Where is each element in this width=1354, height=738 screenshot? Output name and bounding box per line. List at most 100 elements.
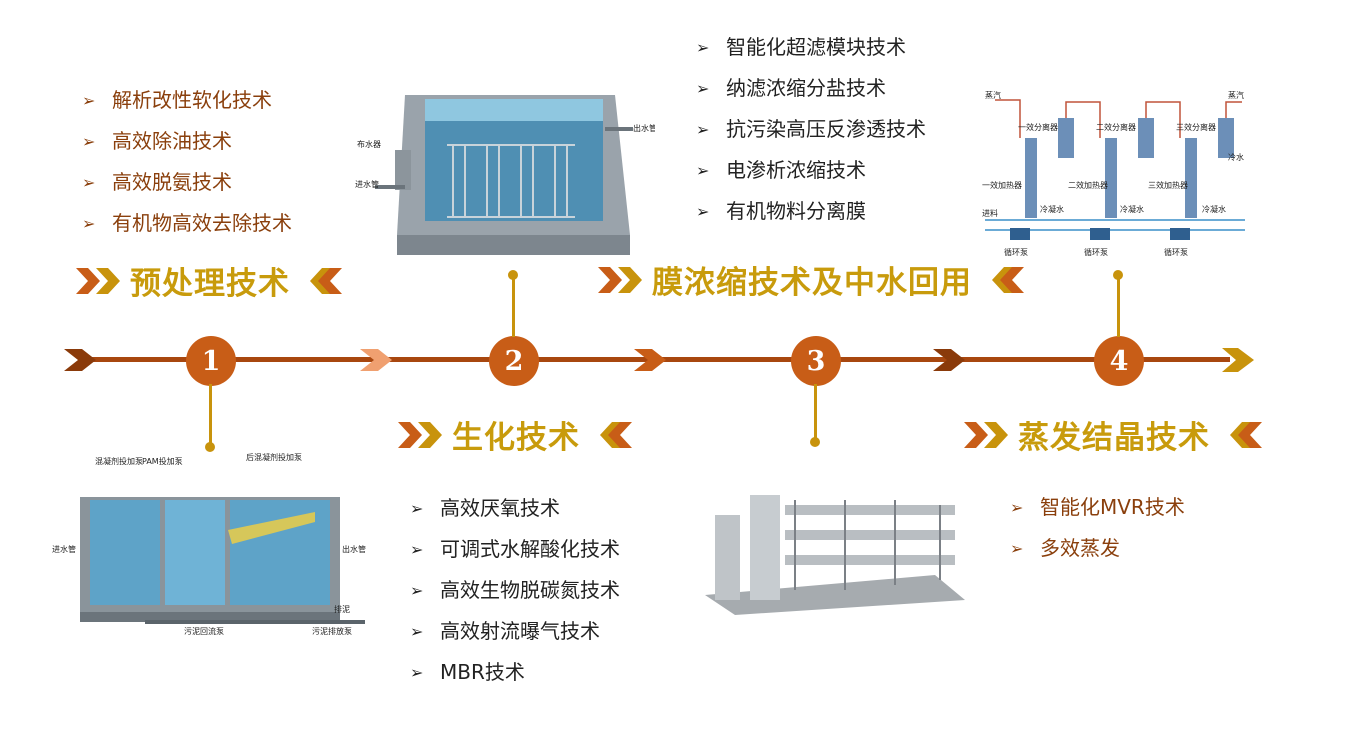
steam-out-label: 蒸汽 (1228, 90, 1244, 100)
coagulation-tank-illustration: 混凝剂投加泵 PAM投加泵 后混凝剂投加泵 进水管 出水管 排泥 污泥回流泵 污… (52, 452, 366, 636)
stage-3-node: 3 (791, 336, 841, 386)
arrow-bullet-icon: ➢ (696, 38, 710, 57)
dosing-pump-1-label: 混凝剂投加泵 (95, 456, 143, 466)
sludge-discharge-pump-label: 污泥排放泵 (312, 626, 352, 636)
stage-4-title-text: 蒸发结晶技术 (1018, 420, 1210, 456)
dosing-pump-2-label: PAM投加泵 (142, 456, 183, 466)
separator-2-label: 二效分离器 (1096, 122, 1136, 132)
inlet-pipe-label: 进水管 (355, 179, 379, 189)
list-item: ➢ 智能化超滤模块技术 (696, 27, 926, 68)
heater-3-label: 三效加热器 (1148, 180, 1188, 190)
stage-1-title-text: 预处理技术 (130, 266, 290, 302)
list-item-text: 高效射流曝气技术 (440, 619, 600, 643)
chevron-right-icon (964, 421, 1008, 448)
list-item: ➢ 电渗析浓缩技术 (696, 150, 926, 191)
stage-2-title-text: 生化技术 (452, 420, 580, 456)
list-item-text: 高效生物脱碳氮技术 (440, 578, 620, 602)
arrow-bullet-icon: ➢ (82, 132, 96, 151)
arrow-bullet-icon: ➢ (410, 540, 424, 559)
pump-2-label: 循环泵 (1084, 247, 1108, 257)
heater-2-label: 二效加热器 (1068, 180, 1108, 190)
list-item-text: 抗污染高压反渗透技术 (726, 117, 926, 141)
chevron-left-icon (310, 267, 342, 294)
list-item: ➢ 抗污染高压反渗透技术 (696, 109, 926, 150)
chevron-right-icon (398, 421, 442, 448)
stage-2-node: 2 (489, 336, 539, 386)
list-item: ➢ 高效射流曝气技术 (410, 611, 620, 652)
stage-4-connector (1117, 275, 1120, 337)
chevron-left-icon (992, 266, 1024, 293)
list-item-text: 解析改性软化技术 (112, 88, 272, 112)
list-item: ➢高效除油技术 (82, 121, 292, 162)
stage-1-connector (209, 384, 212, 446)
condensate-2-label: 冷凝水 (1120, 204, 1144, 214)
sedimentation-tank-illustration: 出水管 布水器 进水管 (355, 95, 655, 255)
sludge-discharge-label: 排泥 (334, 604, 350, 614)
stage-3-title: 膜浓缩技术及中水回用 (598, 257, 1026, 302)
stage-2-dot (508, 270, 518, 280)
stage-3-list: ➢ 智能化超滤模块技术 ➢纳滤浓缩分盐技术 ➢ 抗污染高压反渗透技术 ➢ 电渗析浓缩技… (696, 27, 926, 232)
arrow-bullet-icon: ➢ (82, 173, 96, 192)
arrow-bullet-icon: ➢ (1010, 539, 1024, 558)
list-item-text: 智能化超滤模块技术 (726, 35, 906, 59)
heater-1-label: 一效加热器 (982, 180, 1022, 190)
list-item: ➢ 可调式水解酸化技术 (410, 529, 620, 570)
timeline (64, 348, 1254, 372)
separator-1-label: 一效分离器 (1018, 122, 1058, 132)
inlet-pipe-label: 进水管 (52, 544, 76, 554)
list-item: ➢纳滤浓缩分盐技术 (696, 68, 926, 109)
pump-1-label: 循环泵 (1004, 247, 1028, 257)
list-item-text: MBR技术 (440, 660, 525, 684)
arrow-bullet-icon: ➢ (696, 120, 710, 139)
list-item-text: 有机物高效去除技术 (112, 211, 292, 235)
arrow-bullet-icon: ➢ (696, 202, 710, 221)
stage-2-list: ➢高效厌氧技术 ➢可调式水解酸化技术 ➢高效生物脱碳氮技术 ➢高效射流曝气技术 … (410, 488, 620, 693)
arrow-bullet-icon: ➢ (82, 214, 96, 233)
sludge-return-pump-label: 污泥回流泵 (184, 626, 224, 636)
stage-4-dot (1113, 270, 1123, 280)
arrow-bullet-icon: ➢ (410, 622, 424, 641)
pump-3-label: 循环泵 (1164, 247, 1188, 257)
stage-4-title: 蒸发结晶技术 (964, 412, 1264, 457)
stage-3-title-text: 膜浓缩技术及中水回用 (652, 265, 972, 301)
arrow-bullet-icon: ➢ (696, 79, 710, 98)
condensate-1-label: 冷凝水 (1040, 204, 1064, 214)
arrow-bullet-icon: ➢ (1010, 498, 1024, 517)
list-item-text: 可调式水解酸化技术 (440, 537, 620, 561)
arrow-bullet-icon: ➢ (410, 663, 424, 682)
list-item: ➢ 智能化MVR技术 (1010, 487, 1185, 528)
chevron-right-icon (76, 267, 120, 294)
list-item: ➢多效蒸发 (1010, 528, 1185, 569)
cold-water-label: 冷水 (1228, 152, 1244, 162)
chevron-left-icon (1230, 421, 1262, 448)
list-item: ➢ 高效厌氧技术 (410, 488, 620, 529)
arrow-bullet-icon: ➢ (696, 161, 710, 180)
arrow-bullet-icon: ➢ (82, 91, 96, 110)
list-item: ➢ 高效脱氨技术 (82, 162, 292, 203)
evaporator-flow-illustration: 蒸汽 蒸汽 一效分离器 二效分离器 三效分离器 冷水 一效加热器 二效加热器 三… (982, 90, 1245, 257)
condensate-3-label: 冷凝水 (1202, 204, 1226, 214)
dosing-pump-3-label: 后混凝剂投加泵 (246, 452, 302, 462)
list-item-text: 电渗析浓缩技术 (726, 158, 866, 182)
stage-1-node: 1 (186, 336, 236, 386)
chevron-left-icon (600, 421, 632, 448)
stage-1-dot (205, 442, 215, 452)
outlet-pipe-label: 出水管 (342, 544, 366, 554)
arrow-bullet-icon: ➢ (410, 499, 424, 518)
stage-1-title: 预处理技术 (76, 258, 344, 303)
feed-label: 进料 (982, 208, 998, 218)
list-item: ➢有机物料分离膜 (696, 191, 926, 232)
membrane-equipment-illustration (705, 495, 965, 615)
separator-3-label: 三效分离器 (1176, 122, 1216, 132)
outlet-pipe-label: 出水管 (633, 123, 655, 133)
list-item-text: 高效脱氨技术 (112, 170, 232, 194)
stage-1-list: ➢ 解析改性软化技术 ➢高效除油技术 ➢ 高效脱氨技术 ➢ 有机物高效去除技术 (82, 80, 292, 244)
list-item: ➢ MBR技术 (410, 652, 620, 693)
list-item-text: 高效厌氧技术 (440, 496, 560, 520)
list-item: ➢高效生物脱碳氮技术 (410, 570, 620, 611)
stage-4-node: 4 (1094, 336, 1144, 386)
stage-4-list: ➢ 智能化MVR技术 ➢多效蒸发 (1010, 487, 1185, 569)
list-item: ➢ 解析改性软化技术 (82, 80, 292, 121)
list-item: ➢ 有机物高效去除技术 (82, 203, 292, 244)
list-item-text: 智能化MVR技术 (1040, 495, 1185, 519)
